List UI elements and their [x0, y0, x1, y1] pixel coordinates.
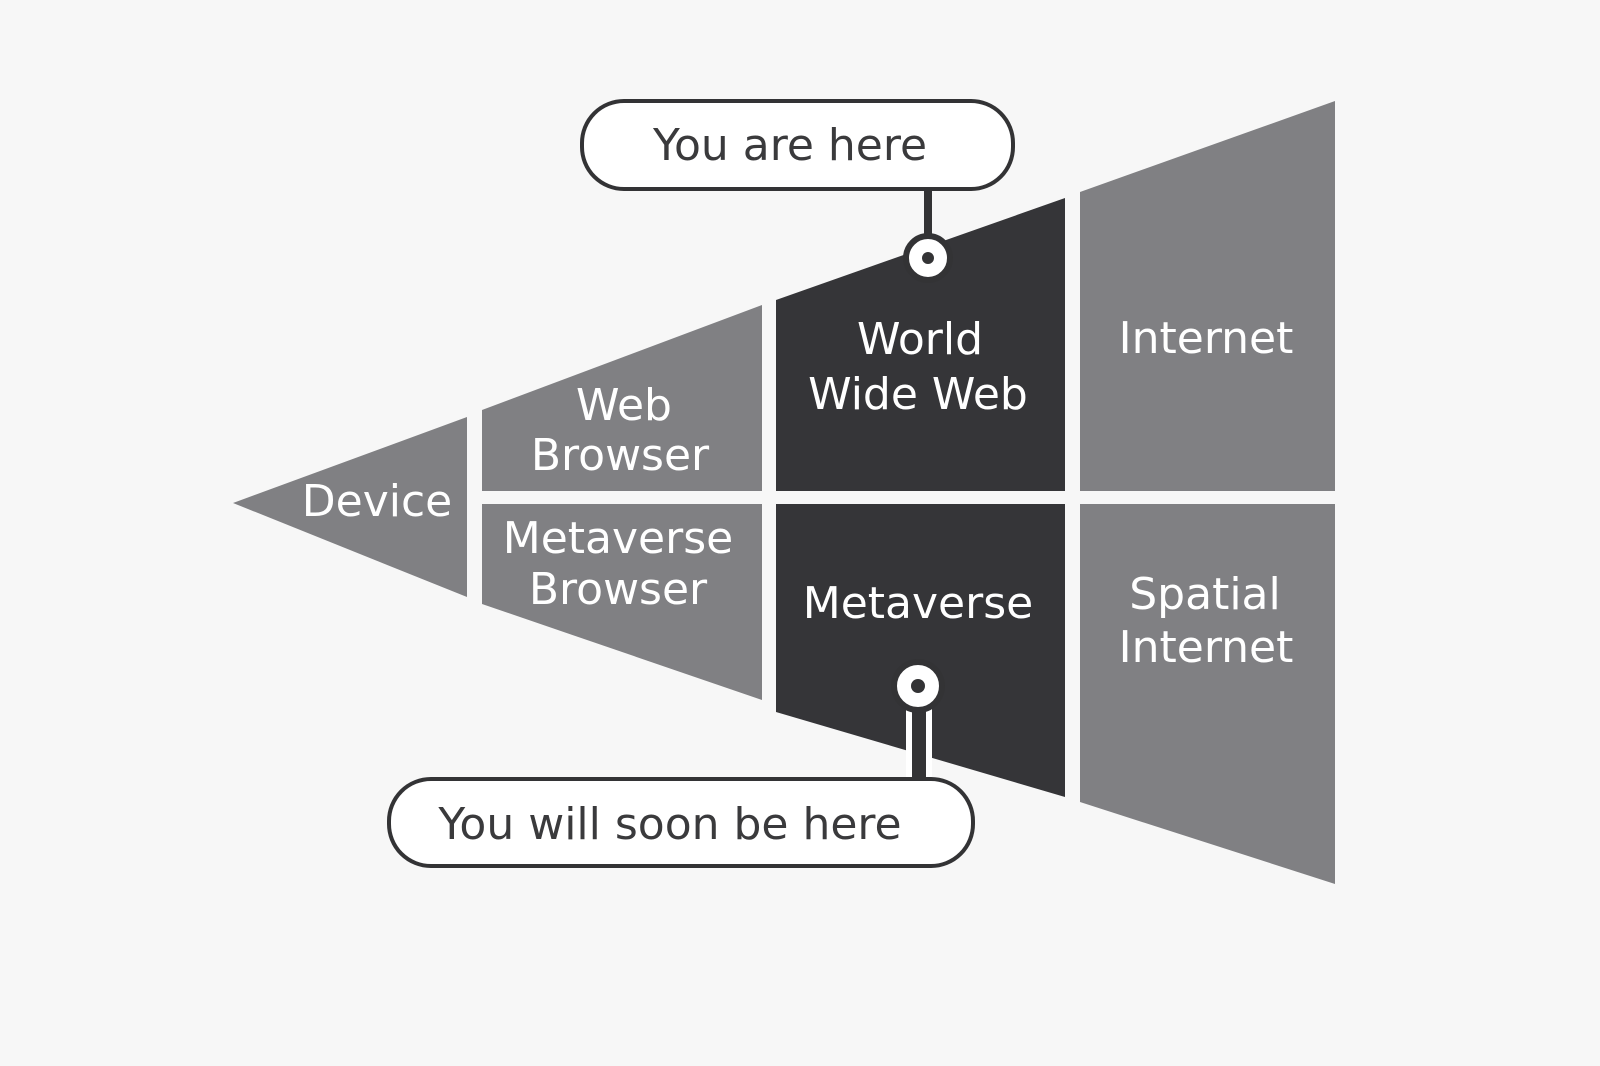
svg-text:Spatial: Spatial — [1129, 569, 1281, 620]
spatial-internet-label-2: Internet — [1119, 622, 1294, 673]
svg-text:Internet: Internet — [1119, 622, 1294, 673]
internet-label: Internet — [1119, 313, 1294, 364]
svg-text:Metaverse: Metaverse — [803, 578, 1033, 629]
segment-metaverse-browser — [482, 504, 762, 700]
svg-text:You will soon be here: You will soon be here — [437, 799, 901, 850]
web-browser-label-1: Web — [576, 380, 672, 431]
device-label: Device — [302, 476, 452, 527]
callout-current-label: You are here — [652, 120, 927, 171]
world-wide-web-label-2: Wide Web — [808, 369, 1028, 420]
metaverse-label: Metaverse — [803, 578, 1033, 629]
svg-text:Browser: Browser — [531, 430, 710, 481]
metaverse-browser-label-2: Browser — [529, 564, 708, 615]
segment-internet — [1080, 101, 1335, 491]
segment-spatial-internet — [1080, 504, 1335, 884]
svg-text:Wide Web: Wide Web — [808, 369, 1028, 420]
svg-text:Internet: Internet — [1119, 313, 1294, 364]
svg-text:Metaverse: Metaverse — [503, 513, 733, 564]
svg-text:Device: Device — [302, 476, 452, 527]
svg-text:Browser: Browser — [529, 564, 708, 615]
callout-you-are-here: You are here — [580, 99, 1015, 283]
svg-text:World: World — [857, 314, 983, 365]
world-wide-web-label-1: World — [857, 314, 983, 365]
svg-text:You are here: You are here — [652, 120, 927, 171]
segment-metaverse — [776, 504, 1065, 797]
spatial-internet-label-1: Spatial — [1129, 569, 1281, 620]
svg-text:Web: Web — [576, 380, 672, 431]
metaverse-browser-label-1: Metaverse — [503, 513, 733, 564]
segment-world-wide-web — [776, 198, 1065, 491]
segment-web-browser — [482, 305, 762, 491]
callout-you-will-soon-be-here: You will soon be here — [387, 659, 975, 868]
web-browser-label-2: Browser — [531, 430, 710, 481]
segment-device — [233, 417, 467, 597]
callout-future-label: You will soon be here — [437, 799, 901, 850]
